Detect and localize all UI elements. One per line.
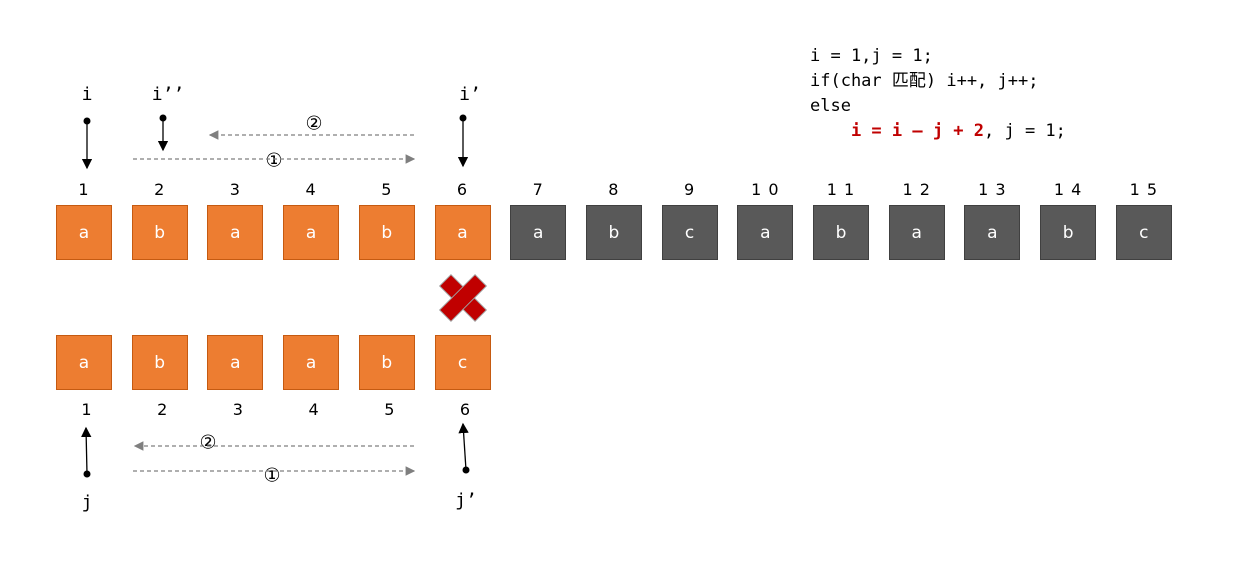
main-index-label: 4: [305, 180, 317, 199]
pattern-index-label: 5: [384, 400, 396, 419]
main-index-label: 1 3: [978, 180, 1007, 199]
code-block: i = 1,j = 1; if(char 匹配) i++, j++; else …: [810, 44, 1066, 144]
pattern-index-label: 2: [157, 400, 169, 419]
main-index-label: 8: [608, 180, 620, 199]
main-char-cell: c: [1115, 205, 1172, 260]
pointer-i-prime-arrow: [457, 114, 469, 168]
pattern-char-cell: b: [131, 335, 188, 390]
main-index-label: 6: [456, 180, 469, 199]
pointer-j-prime-label: j’: [455, 490, 477, 511]
code-line-2: if(char 匹配) i++, j++;: [810, 71, 1039, 91]
pattern-index-label: 6: [459, 400, 472, 419]
pointer-i-double-prime-label: i’’: [151, 84, 185, 105]
main-index-label: 7: [532, 180, 544, 199]
pattern-index-label: 4: [308, 400, 320, 419]
step-2-top: ②: [305, 112, 323, 135]
main-char-cell: b: [585, 205, 642, 260]
main-char-cell: a: [207, 205, 264, 260]
pointer-i-prime-label: i’: [459, 84, 481, 105]
main-index-label: 3: [229, 180, 241, 199]
pattern-char-cell: a: [56, 335, 112, 390]
main-index-label: 5: [381, 180, 393, 199]
main-index-label: 1: [78, 180, 90, 199]
pointer-j-label: j: [81, 492, 93, 513]
main-index-label: 1 5: [1129, 180, 1159, 199]
main-char-cell: a: [283, 205, 340, 260]
pointer-j-prime-arrow: [458, 422, 470, 474]
pointer-j-arrow: [80, 426, 92, 478]
cross-icon: [438, 273, 488, 323]
pattern-char-cell: a: [207, 335, 264, 390]
main-char-cell: a: [964, 205, 1021, 260]
main-char-cell: b: [131, 205, 188, 260]
main-char-cell: a: [434, 205, 491, 260]
pointer-i-double-prime-arrow: [157, 114, 169, 152]
code-line-4-highlight: i = i – j + 2: [850, 121, 985, 141]
main-char-cell: b: [358, 205, 415, 260]
main-char-cell: b: [813, 205, 869, 260]
pattern-index-label: 1: [81, 400, 93, 419]
main-index-label: 9: [684, 180, 696, 199]
step-2-bottom: ②: [199, 431, 217, 454]
main-char-cell: b: [1040, 205, 1097, 260]
main-char-cell: c: [661, 205, 718, 260]
pattern-char-cell: b: [358, 335, 415, 390]
main-index-label: 1 2: [902, 180, 931, 199]
main-char-cell: a: [737, 205, 794, 260]
pointer-i-label: i: [81, 84, 93, 105]
main-char-cell: a: [888, 205, 945, 260]
main-index-label: 1 1: [826, 180, 856, 199]
step-1-top: ①: [265, 149, 283, 172]
main-char-cell: a: [510, 205, 567, 260]
main-index-label: 2: [154, 180, 166, 199]
code-line-1: i = 1,j = 1;: [810, 46, 933, 66]
main-index-label: 1 0: [751, 180, 780, 199]
pointer-i-arrow: [81, 117, 93, 170]
pattern-char-cell: c: [434, 335, 491, 390]
code-line-3: else: [810, 96, 851, 116]
pattern-char-cell: a: [283, 335, 340, 390]
code-line-4-rest: , j = 1;: [984, 121, 1066, 141]
pattern-index-label: 3: [232, 400, 244, 419]
main-char-cell: a: [56, 205, 112, 260]
main-index-label: 1 4: [1053, 180, 1083, 199]
